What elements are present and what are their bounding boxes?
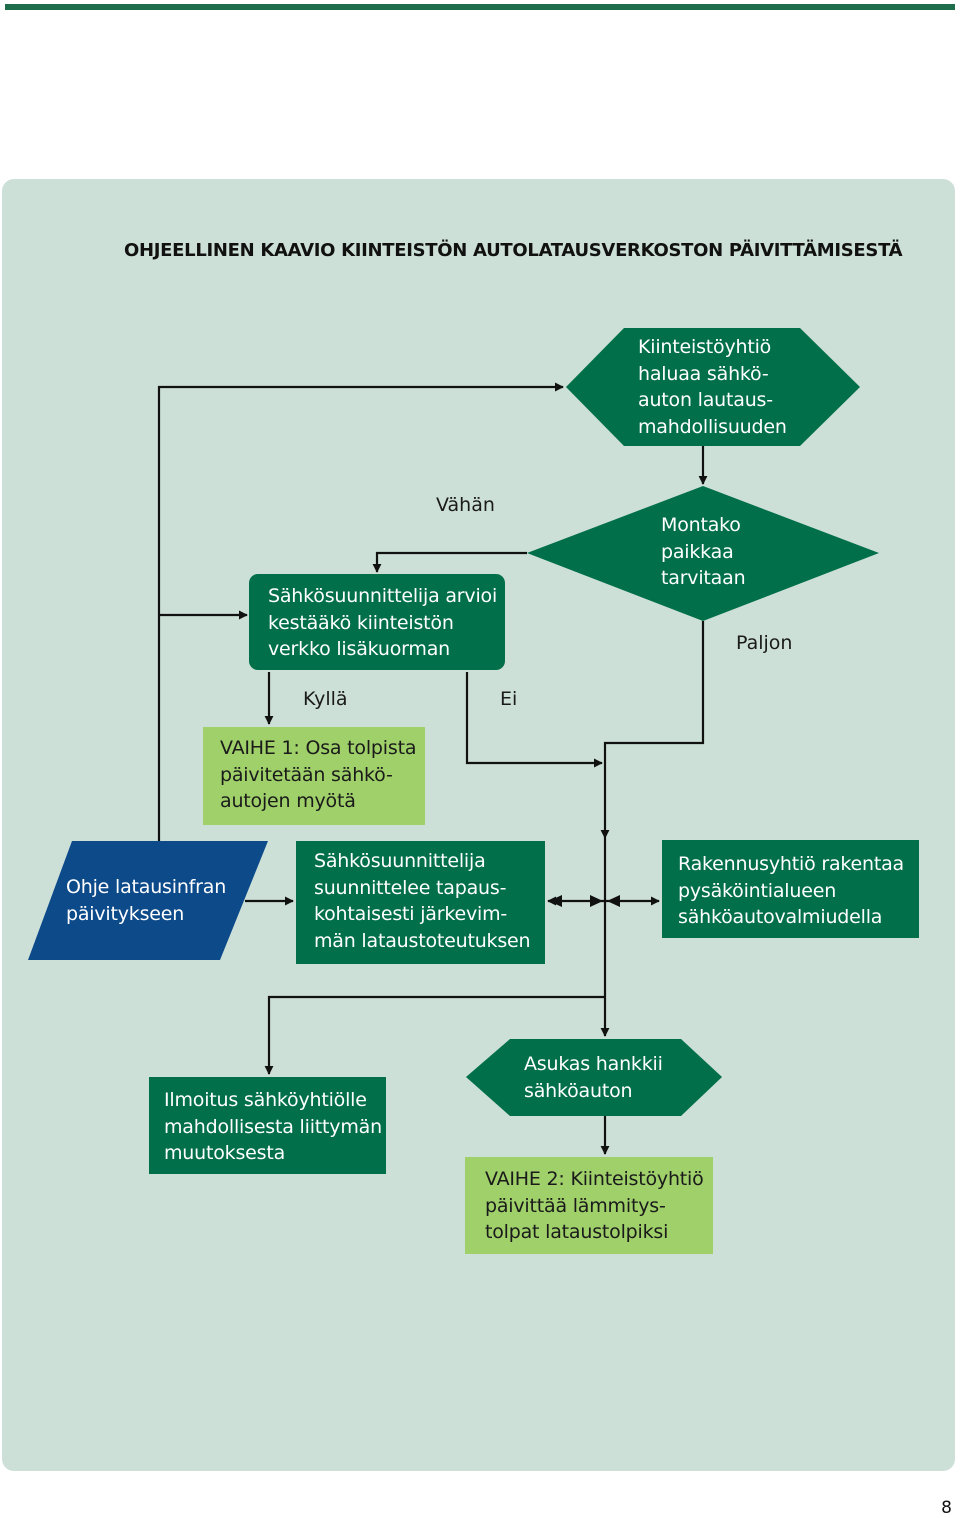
arrow-many-to-trunk (600, 621, 705, 839)
resident-node-text: Asukas hankkii sähköauton (524, 1053, 663, 1102)
builder-box (662, 840, 919, 938)
arrow-few-to-assess (372, 551, 527, 573)
decision-diamond (527, 486, 879, 621)
phase1-node-text: VAIHE 1: Osa tolpista päivitetään sähkö-… (220, 737, 417, 812)
arrowhead-design-right (590, 895, 603, 907)
phase2-node-text: VAIHE 2: Kiinteistöyhtiö päivittää lämmi… (485, 1168, 704, 1243)
diagram-title: OHJEELLINEN KAAVIO KIINTEISTÖN AUTOLATAU… (124, 240, 903, 261)
arrow-guide-to-start (157, 382, 564, 841)
start-node-text: Kiinteistöyhtiö haluaa sähkö- auton laut… (638, 336, 787, 438)
guide-node-text: Ohje latausinfran päivitykseen (66, 876, 227, 925)
arrowhead-builder-left (607, 895, 620, 907)
arrow-trunk-to-notify (264, 995, 605, 1075)
start-hexagon (566, 328, 860, 446)
notify-node-text: Ilmoitus sähköyhtiölle mahdollisesta lii… (164, 1089, 382, 1164)
top-rule (5, 4, 955, 10)
assess-box (249, 574, 505, 670)
label-few: Vähän (436, 494, 495, 516)
label-no: Ei (500, 688, 518, 710)
label-yes: Kyllä (303, 688, 348, 710)
page-number: 8 (941, 1498, 952, 1518)
guide-parallelogram (28, 841, 268, 960)
design-box (296, 841, 545, 964)
notify-box (149, 1077, 386, 1174)
decision-node-text: Montako paikkaa tarvitaan (661, 514, 746, 589)
builder-node-text: Rakennusyhtiö rakentaa pysäköintialueen … (678, 853, 904, 928)
phase1-box (203, 727, 425, 825)
design-node-text: Sähkösuunnittelija suunnittelee tapaus- … (314, 850, 531, 952)
phase2-box (465, 1157, 713, 1254)
resident-hexagon (466, 1039, 722, 1116)
assess-node-text: Sähkösuunnittelija arvioi kestääkö kiint… (268, 585, 498, 660)
label-many: Paljon (736, 632, 793, 654)
arrowhead-design-left (549, 895, 562, 907)
arrow-no-to-trunk (465, 672, 603, 768)
